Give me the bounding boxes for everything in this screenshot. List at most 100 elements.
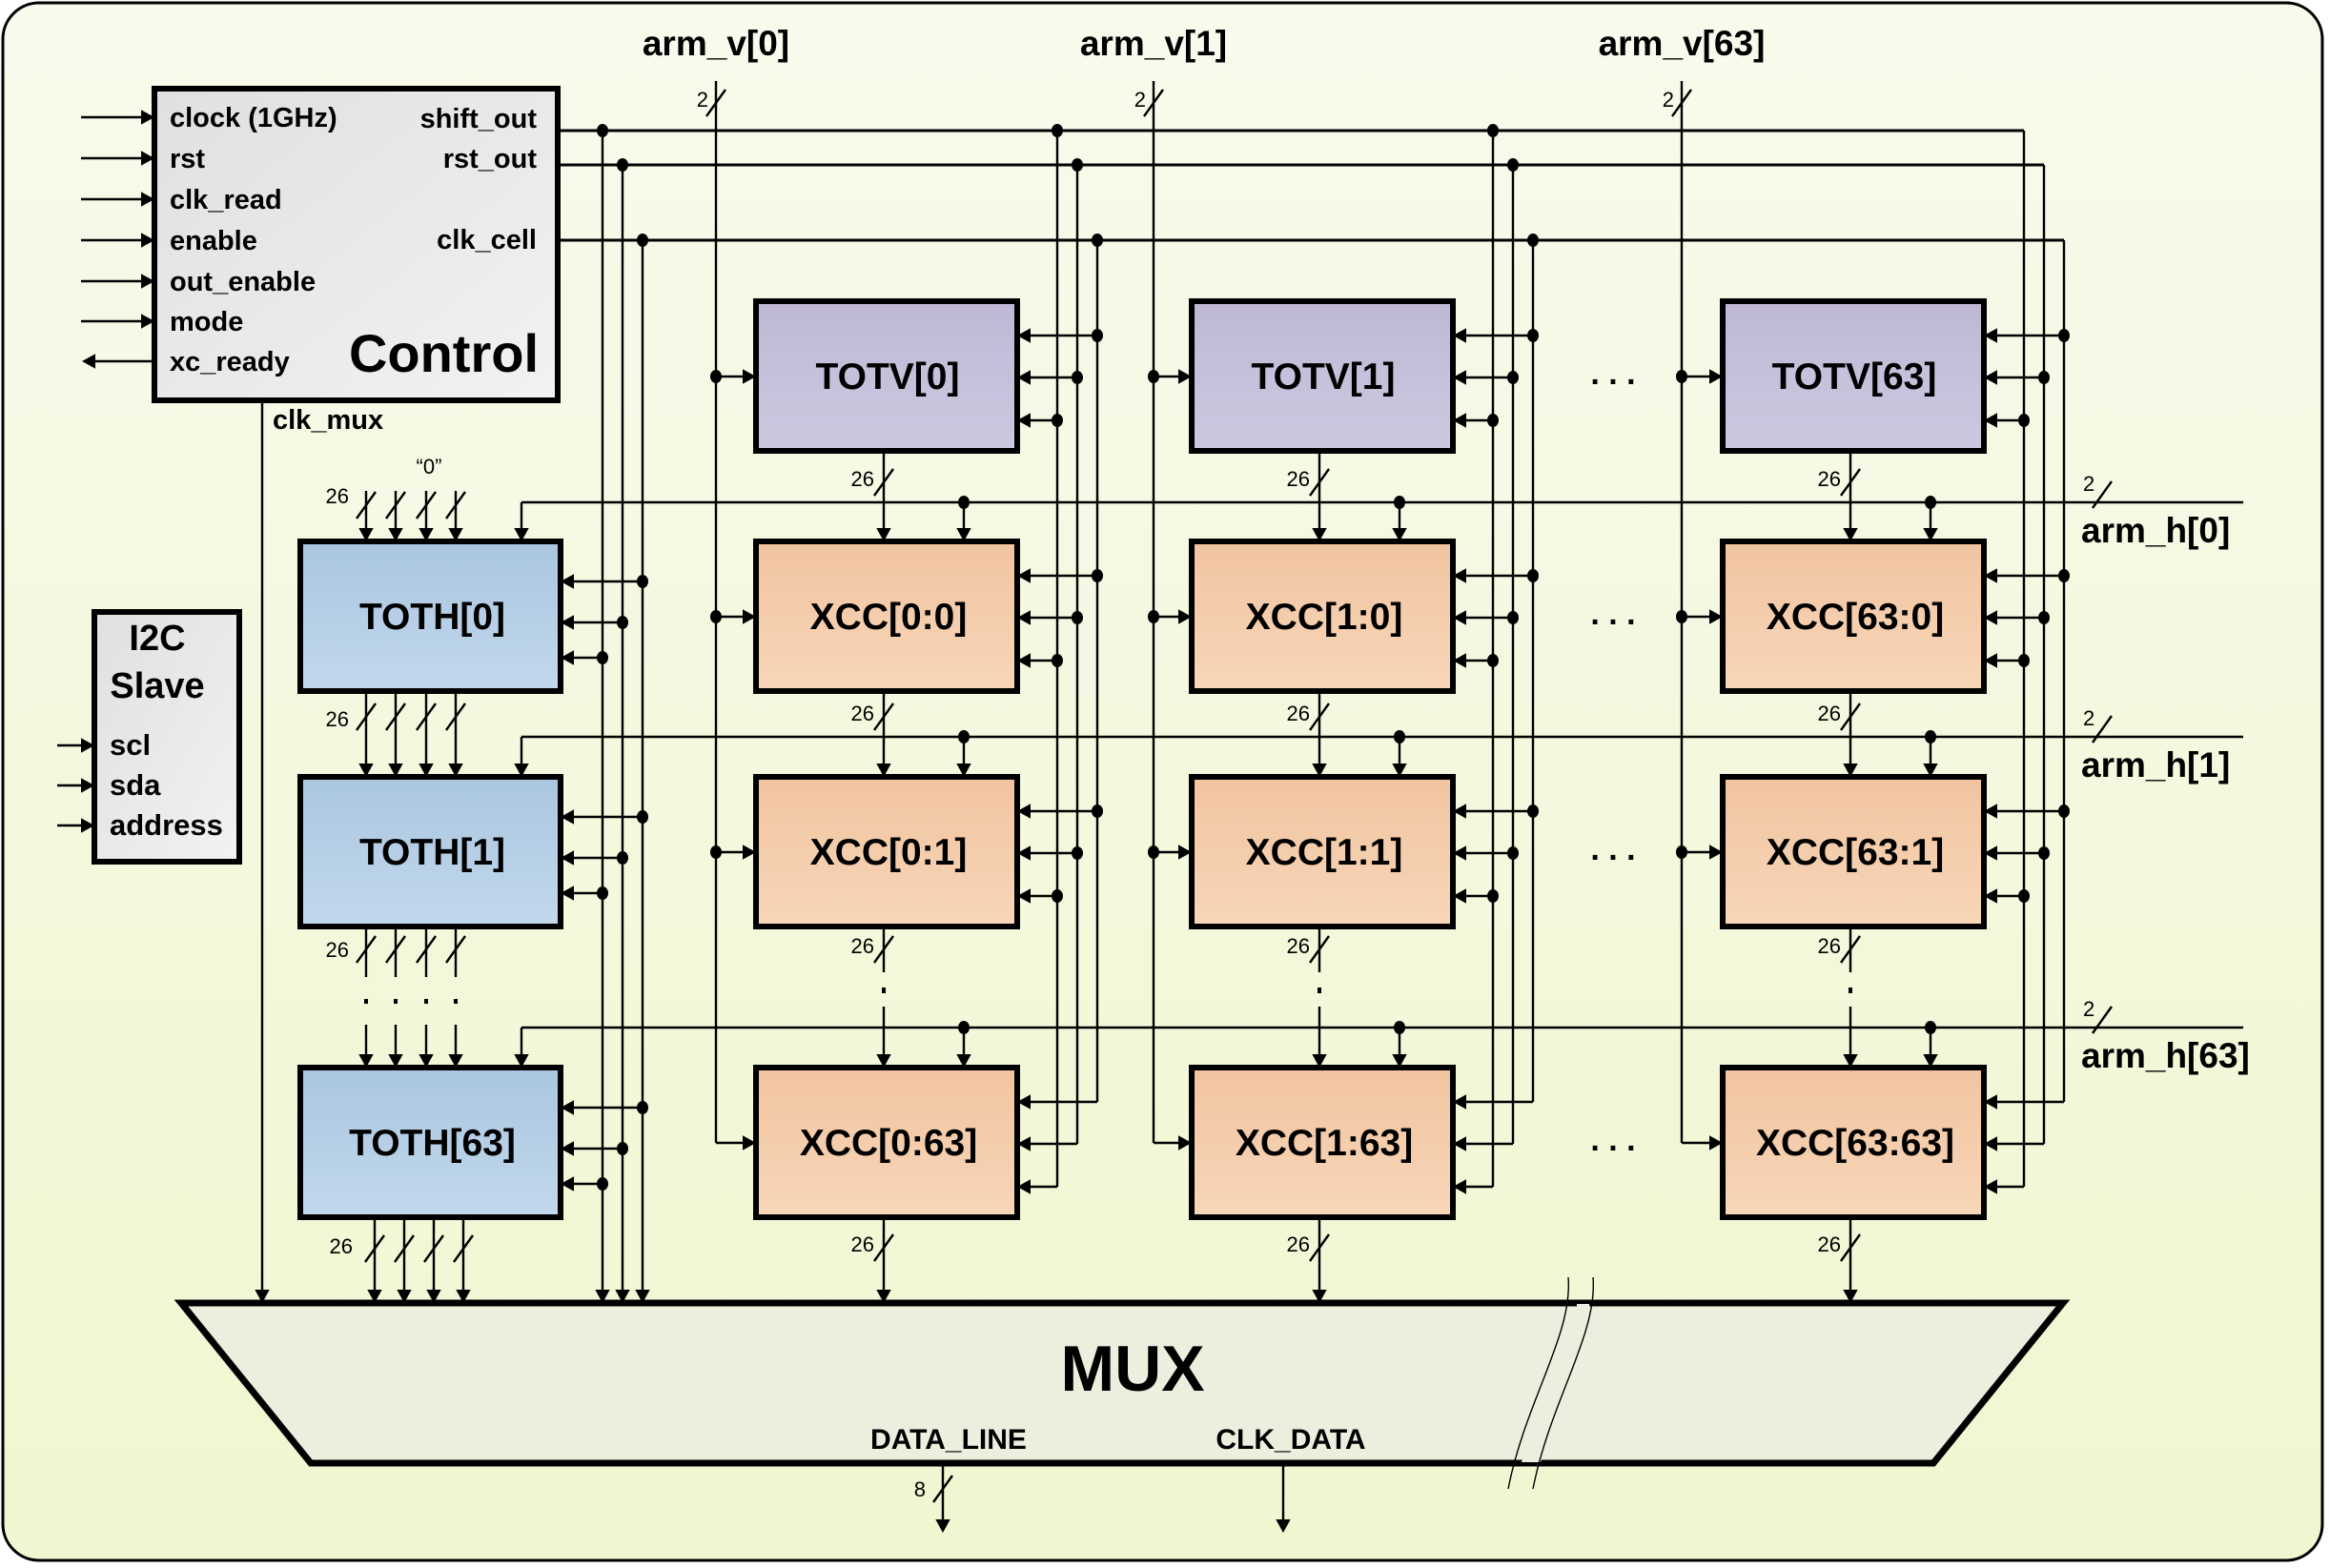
mux-title: MUX [1060,1333,1204,1405]
toth-block [297,774,563,929]
bus-width-slash [356,935,377,964]
rail-arrow-icon [615,1290,630,1303]
bus-width-slash [2092,715,2113,743]
control-tap-arrow-icon [1017,888,1031,904]
continuation-dot [882,988,886,993]
bus-width-slash [394,1234,415,1263]
bus-width-label: 26 [1287,467,1310,491]
junction-dot [1527,804,1539,818]
bus-width-label: 2 [1663,88,1674,112]
control-tap-arrow-icon [1017,804,1031,819]
bus-width-slash [1309,935,1330,964]
xcc-cell-block [753,1065,1020,1220]
junction-dot [1676,610,1687,623]
totv-block [1720,298,1987,454]
toth-input-arrow-icon [358,528,374,541]
toth-block [297,539,563,694]
continuation-dot [364,999,368,1004]
arm-h-label: arm_h[1] [2081,745,2230,784]
arm-v-tap-arrow-icon [743,845,756,860]
control-tap-arrow-icon [1984,1179,1997,1194]
data-bus-arrow-icon [1843,528,1858,541]
junction-dot [1527,329,1539,342]
block-layer [92,86,2071,1467]
control-tap-arrow-icon [1984,328,1997,343]
junction-dot [1092,569,1103,582]
arm-v-label: arm_v[63] [1599,24,1766,63]
bus-width-slash [873,1233,894,1262]
data-bus-arrow-icon [1312,528,1327,541]
bus-width-slash [416,491,437,519]
junction-dot [710,845,722,859]
xcc-cell-block [753,774,1020,929]
xcc-label: XCC[63:1] [1767,832,1944,873]
continuation-dot [1849,988,1852,993]
control-tap-arrow-icon [1017,370,1031,385]
junction-dot [1052,654,1063,667]
junction-dot [1487,654,1499,667]
bus-width-label: 26 [1287,1232,1310,1256]
data-bus-arrow-icon [1843,764,1858,777]
junction-dot [617,616,628,629]
data-bus-arrow-icon [1312,1290,1327,1303]
bus-width-slash [445,491,466,519]
data-bus-arrow-icon [876,528,891,541]
toth-block [297,1065,563,1220]
control-tap-arrow-icon [1453,1179,1466,1194]
data-line-arrow-icon [935,1519,950,1533]
bus-width-slash [364,1234,385,1263]
bus-width-slash [2092,1006,2113,1034]
xcc-cell-block [1720,1065,1987,1220]
control-input-label: rst [170,144,205,174]
junction-dot [1507,611,1519,624]
bus-width-label: 26 [1818,467,1841,491]
control-tap-arrow-icon [1984,610,1997,625]
data-bus-arrow-icon [1312,764,1327,777]
break-gap [1522,1304,1591,1462]
bus-width-slash [416,935,437,964]
control-tap-arrow-icon [1453,845,1466,861]
bus-width-label: 2 [2083,706,2094,730]
arm-v-tap-arrow-icon [1709,845,1723,860]
data-bus-arrow-icon [1312,1054,1327,1068]
control-input-label: clock (1GHz) [170,103,337,133]
junction-dot [1148,845,1159,859]
bus-width-slash [416,703,437,731]
arm-h-label: arm_h[63] [2081,1036,2250,1075]
junction-dot [597,651,608,664]
junction-dot [2058,329,2070,342]
junction-dot [1148,610,1159,623]
bus-width-slash [445,935,466,964]
i2c-input-label: address [110,808,223,842]
junction-dot [1676,845,1687,859]
control-tap-arrow-icon [1453,370,1466,385]
xcc-cell-block [753,539,1020,694]
bus-width-slash [873,468,894,497]
continuation-dot [424,999,428,1004]
control-input-label: mode [170,307,243,337]
arm-h-tap-arrow-icon [1923,528,1938,541]
bus-width-label: 26 [1818,1232,1841,1256]
bus-width-label: 26 [326,484,349,508]
control-tap-arrow-icon [1017,328,1031,343]
bus-width-label: 2 [697,88,708,112]
i2c-input-label: sda [110,768,161,802]
control-input-arrow-icon [141,233,154,248]
bus-width-slash [356,491,377,519]
junction-dot [1072,611,1083,624]
totv-label: TOTV[1] [1252,356,1396,397]
control-tap-arrow-icon [1017,1094,1031,1110]
column-ellipsis: . . . [1590,1122,1635,1158]
toth-chain-arrow-icon [358,1054,374,1068]
control-tap-arrow-icon [1453,610,1466,625]
control-tap-arrow-icon [1453,1136,1466,1151]
control-input-label: out_enable [170,267,316,297]
bus-width-label: 26 [851,1232,874,1256]
toth-tap-arrow-icon [561,850,574,865]
xcc-label: XCC[0:0] [810,597,968,638]
toth-label: TOTH[1] [359,832,505,873]
control-tap-arrow-icon [1984,888,1997,904]
bus-width-slash [873,703,894,731]
i2c-subtitle: Slave [110,666,204,706]
arm-h-tap-arrow-icon [1392,528,1407,541]
